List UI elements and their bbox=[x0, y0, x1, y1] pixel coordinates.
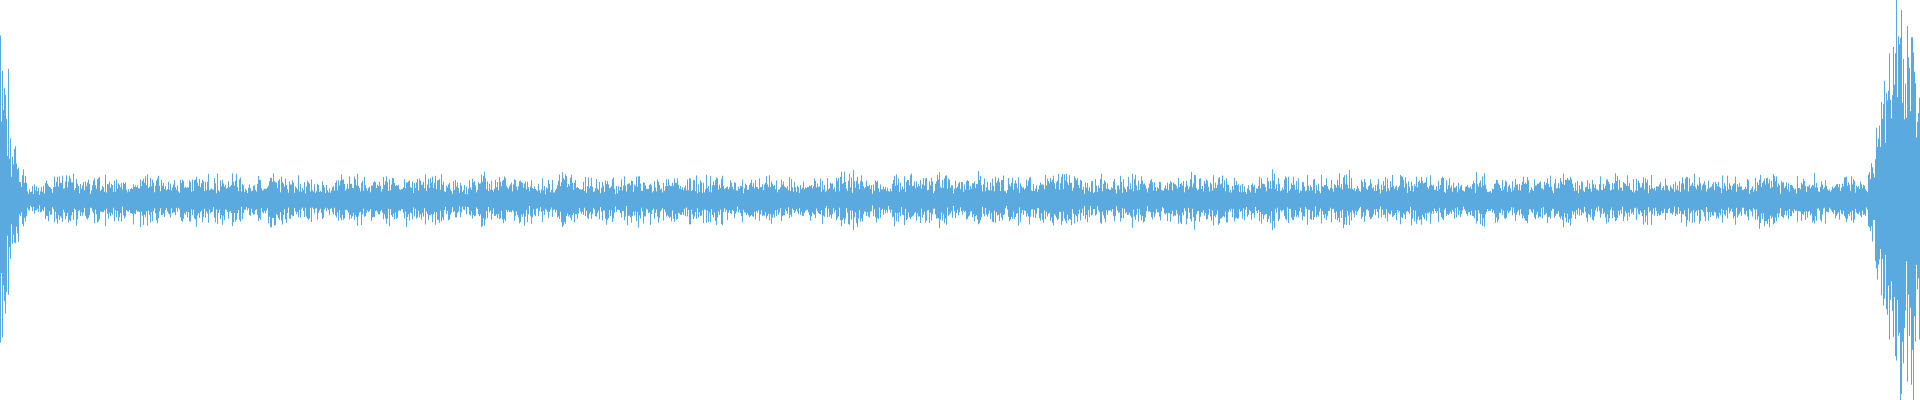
waveform-samples bbox=[0, 0, 1920, 400]
audio-waveform-view[interactable] bbox=[0, 0, 1920, 400]
waveform-canvas bbox=[0, 0, 1920, 400]
